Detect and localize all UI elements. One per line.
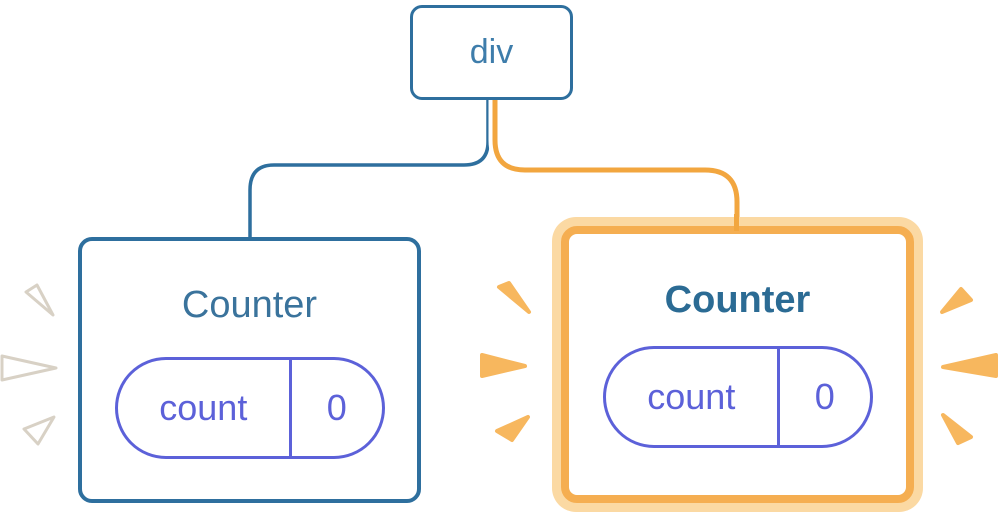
orange-spark-icon	[941, 413, 973, 445]
orange-spark-icon	[480, 353, 527, 378]
connector-orange-casing	[488, 100, 746, 220]
white-spark-icon	[0, 354, 58, 382]
counter-title: Counter	[181, 284, 318, 326]
counter-card-left: Counter count 0	[78, 237, 421, 503]
sparkle-burst-left	[0, 283, 58, 446]
connector-orange-stub	[734, 214, 739, 231]
sparkle-burst-right	[940, 287, 998, 445]
orange-spark-icon	[941, 353, 998, 378]
orange-spark-icon	[495, 415, 530, 442]
state-key-label: count	[118, 360, 293, 456]
state-pill: count 0	[114, 357, 385, 459]
state-key-label: count	[606, 349, 781, 445]
counter-card-right-inner: Counter count 0	[561, 226, 914, 503]
orange-spark-icon	[497, 281, 531, 314]
state-value-label: 0	[326, 387, 347, 428]
state-pill: count 0	[602, 346, 873, 448]
root-node: div	[410, 5, 573, 100]
orange-spark-icon	[940, 287, 973, 314]
state-value-label: 0	[814, 376, 835, 417]
white-spark-icon	[22, 415, 56, 446]
connector-blue-line	[248, 98, 490, 244]
counter-title: Counter	[664, 279, 811, 321]
counter-card-right: Counter count 0	[552, 217, 923, 512]
white-spark-icon	[24, 283, 55, 317]
connector-orange-line	[492, 100, 740, 220]
sparkle-burst-middle	[480, 281, 531, 442]
root-node-label: div	[469, 33, 514, 71]
